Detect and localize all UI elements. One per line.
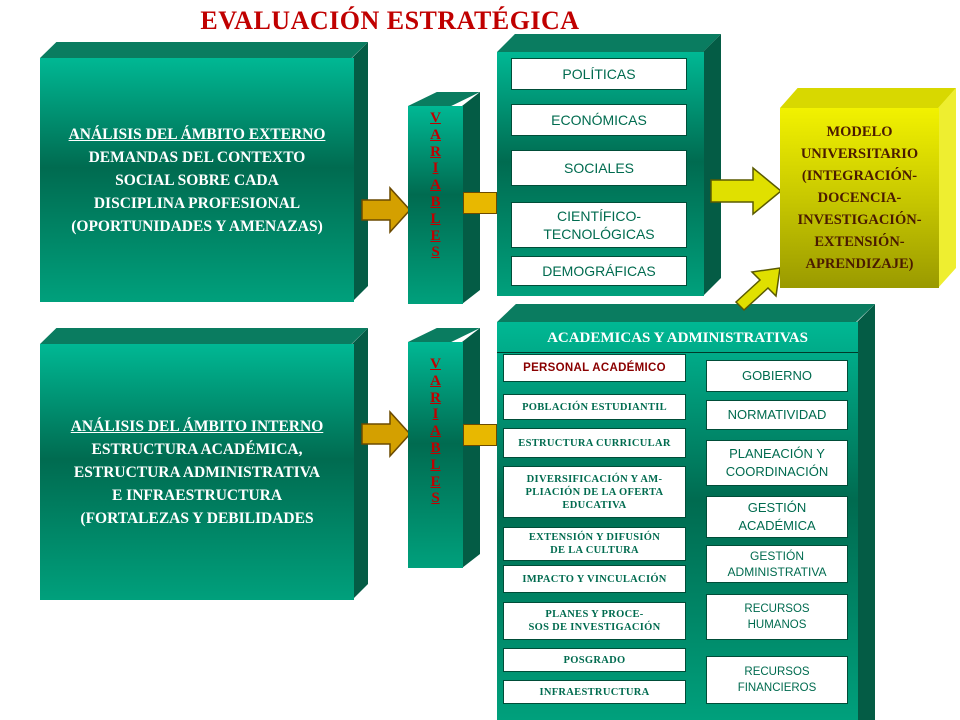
variables-letter: B [430, 439, 441, 456]
variables-column-side [462, 328, 480, 568]
item-gestion-academica: GESTIÓN ACADÉMICA [706, 496, 848, 538]
interno-heading: ANÁLISIS DEL ÁMBITO INTERNO [70, 417, 324, 435]
item-posgrado: POSGRADO [503, 648, 686, 672]
item-normatividad: NORMATIVIDAD [706, 400, 848, 430]
item-recursos-financieros: RECURSOS FINANCIEROS [706, 656, 848, 704]
internal-variables-header: ACADEMICAS Y ADMINISTRATIVAS [547, 330, 808, 346]
externo-block-top [40, 42, 368, 58]
arrow-up-right-icon [734, 267, 781, 312]
interno-block: ANÁLISIS DEL ÁMBITO INTERNO ESTRUCTURA A… [40, 344, 354, 600]
variable-cientifico-tecnologicas: CIENTÍFICO- TECNOLÓGICAS [511, 202, 687, 248]
modelo-universitario: MODELO UNIVERSITARIO (INTEGRACIÓN- DOCEN… [780, 108, 939, 288]
variables-letter: S [431, 244, 440, 261]
internal-variables-side [857, 304, 875, 720]
item-planeacion-coordinacion: PLANEACIÓN Y COORDINACIÓN [706, 440, 848, 486]
item-extension-difusion: EXTENSIÓN Y DIFUSIÓN DE LA CULTURA [503, 527, 686, 561]
item-gobierno: GOBIERNO [706, 360, 848, 392]
interno-line: E INFRAESTRUCTURA [111, 486, 283, 504]
variables-letter: A [430, 126, 441, 143]
arrow-right-icon [361, 410, 412, 458]
header-divider [497, 352, 858, 353]
variables-letter: I [432, 406, 439, 423]
externo-block-side [352, 42, 368, 302]
interno-line: ESTRUCTURA ADMINISTRATIVA [73, 463, 321, 481]
item-impacto-vinculacion: IMPACTO Y VINCULACIÓN [503, 565, 686, 593]
external-variables-side [703, 34, 721, 296]
variable-politicas: POLÍTICAS [511, 58, 687, 90]
variables-letter: B [430, 193, 441, 210]
item-diversificacion: DIVERSIFICACIÓN Y AM- PLIACIÓN DE LA OFE… [503, 466, 686, 518]
connector-square [463, 424, 497, 446]
variables-letter: L [430, 210, 441, 227]
variables-letter: A [430, 423, 441, 440]
variables-letter: R [430, 143, 441, 160]
variable-sociales: SOCIALES [511, 150, 687, 186]
variables-letter: E [430, 227, 441, 244]
variables-letter: L [430, 456, 441, 473]
externo-block: ANÁLISIS DEL ÁMBITO EXTERNO DEMANDAS DEL… [40, 58, 354, 302]
item-personal-academico: PERSONAL ACADÉMICO [503, 354, 686, 382]
item-infraestructura: INFRAESTRUCTURA [503, 680, 686, 704]
variable-demograficas: DEMOGRÁFICAS [511, 256, 687, 286]
variables-letter: S [431, 490, 440, 507]
internal-variables-top [497, 304, 875, 322]
externo-line: SOCIAL SOBRE CADA [115, 171, 279, 189]
externo-line: (OPORTUNIDADES Y AMENAZAS) [71, 217, 323, 235]
page-title: EVALUACIÓN ESTRATÉGICA [200, 6, 580, 35]
interno-block-side [352, 328, 368, 600]
item-estructura-curricular: ESTRUCTURA CURRICULAR [503, 428, 686, 458]
variables-letter: R [430, 389, 441, 406]
arrow-right-icon [710, 166, 783, 216]
externo-line: DEMANDAS DEL CONTEXTO [88, 148, 306, 166]
variables-column-interno: V A R I A B L E S [408, 342, 463, 568]
externo-line: DISCIPLINA PROFESIONAL [93, 194, 301, 212]
externo-heading: ANÁLISIS DEL ÁMBITO EXTERNO [68, 125, 326, 143]
interno-line: ESTRUCTURA ACADÉMICA, [91, 440, 303, 458]
item-planes-investigacion: PLANES Y PROCE- SOS DE INVESTIGACIÓN [503, 602, 686, 640]
modelo-side [938, 88, 956, 288]
interno-line: (FORTALEZAS Y DEBILIDADES [80, 509, 314, 527]
item-poblacion-estudiantil: POBLACIÓN ESTUDIANTIL [503, 394, 686, 420]
item-recursos-humanos: RECURSOS HUMANOS [706, 594, 848, 640]
variables-letter: V [430, 110, 441, 126]
variables-letter: E [430, 473, 441, 490]
interno-block-top [40, 328, 368, 344]
modelo-top [780, 88, 956, 108]
external-variables-top [497, 34, 721, 52]
variables-column-externo: V A R I A B L E S [408, 106, 463, 304]
variables-label: V A R I A B L E S [408, 110, 463, 261]
connector-square [463, 192, 497, 214]
item-gestion-administrativa: GESTIÓN ADMINISTRATIVA [706, 545, 848, 583]
variables-letter: A [430, 177, 441, 194]
variables-label: V A R I A B L E S [408, 356, 463, 507]
variables-letter: I [432, 160, 439, 177]
variables-letter: V [430, 356, 441, 372]
variables-letter: A [430, 372, 441, 389]
variable-economicas: ECONÓMICAS [511, 104, 687, 136]
arrow-right-icon [361, 186, 412, 234]
